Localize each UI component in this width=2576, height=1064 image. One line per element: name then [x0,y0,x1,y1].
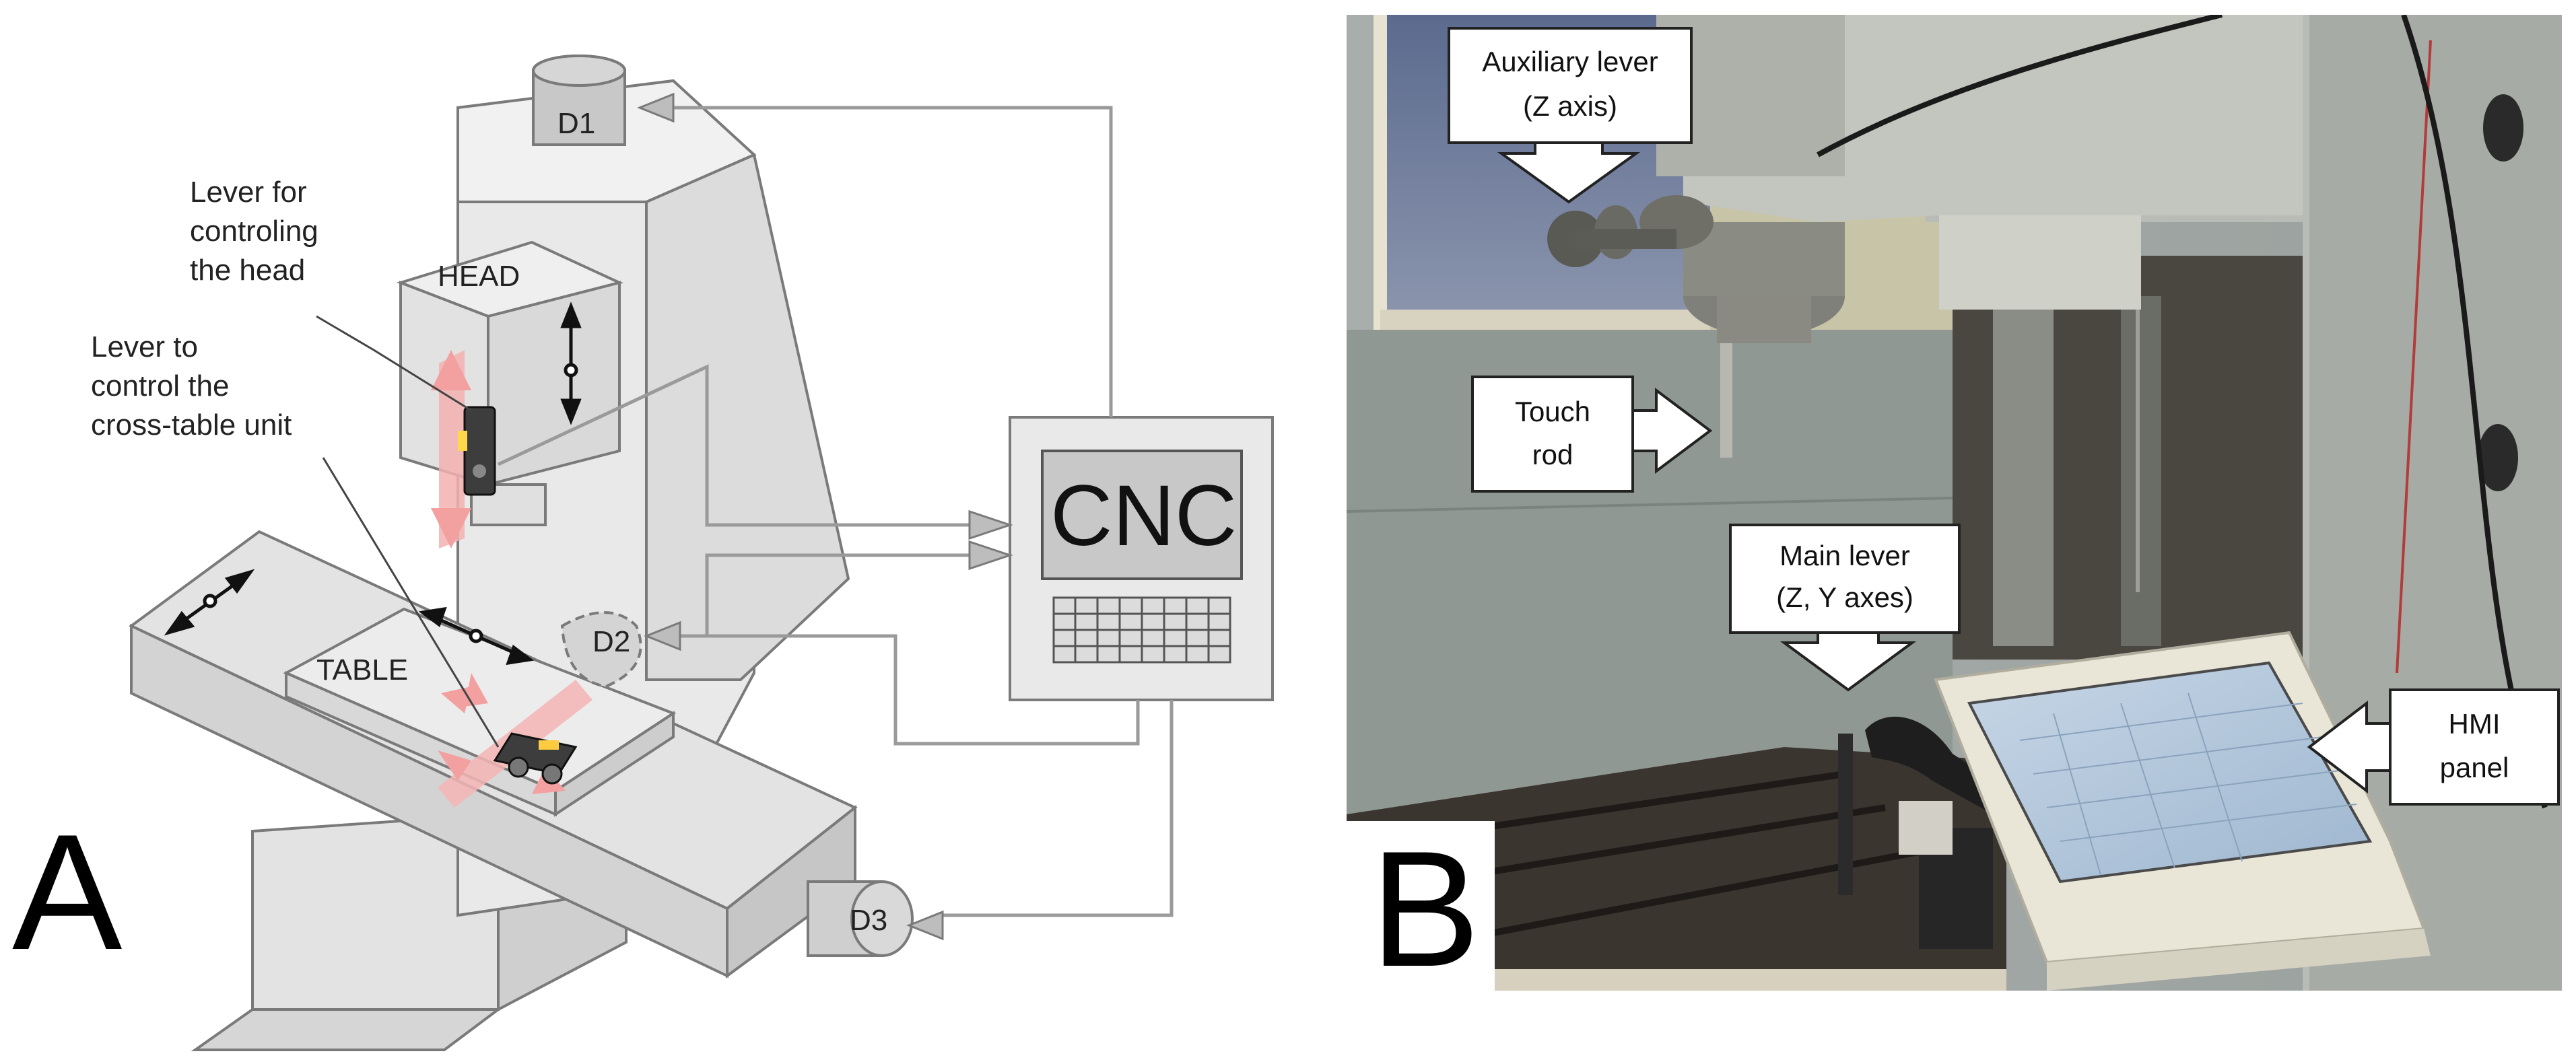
callout-main-lever: Main lever (Z, Y axes) [1729,524,1961,692]
lever-cross-table-label: Lever to control the cross-table unit [91,330,292,441]
callout-auxiliary-lever: Auxiliary lever (Z axis) [1448,27,1693,204]
cnc-controller: CNC [1009,416,1274,701]
panel-a-letter: A [12,800,122,984]
head-travel-arrow [560,302,582,425]
column-hole-2 [2478,424,2518,491]
panel-a-diagram: D1 HEAD [12,55,1274,1051]
spindle-nose [1717,296,1811,343]
touch-rod-text-2: rod [1532,439,1573,470]
main-lever-text-2: (Z, Y axes) [1776,581,1913,613]
hmi-panel-text-1: HMI [2449,708,2501,740]
aux-lever-text-1: Auxiliary lever [1482,46,1658,77]
column-bracket [1939,215,2141,310]
cable-top [1817,15,2223,157]
touch-rod [1720,343,1732,458]
auxiliary-lever-knobs [1547,195,1714,267]
aux-lever-text-2: (Z axis) [1523,90,1617,122]
letter-b-backdrop [1347,821,1495,996]
table-label: TABLE [316,653,408,686]
signal-connectors [497,106,1174,917]
knee-travel-arrow [164,569,255,636]
connector-arrowheads [636,92,1013,941]
callout-touch-rod: Touch rod [1471,376,1713,493]
hmi-panel-text-2: panel [2440,752,2509,783]
cnc-label: CNC [1050,468,1237,564]
way-rail-2 [2121,296,2161,646]
sensor-d1: D1 [532,55,626,146]
panel-b-letter: B [1370,816,1480,1001]
lever-leader-lines [316,315,500,748]
callout-hmi-panel: HMI panel [2307,688,2560,806]
d3-label: D3 [850,904,887,937]
lever-head-label: Lever for controling the head [190,176,327,287]
hmi-panel-device [1934,631,2431,991]
d2-label: D2 [592,625,630,658]
way-rail-1 [1993,296,2054,646]
head-lever [431,350,496,548]
cnc-keypad [1052,596,1231,664]
window-sill [1380,310,1730,330]
sensor-d2: D2 [560,611,642,688]
panel-b-photo: B Auxiliary lever (Z axis) Touch rod Mai… [1347,15,2562,1001]
table-travel-arrow [418,606,535,666]
window-frame [1374,15,1387,331]
sensor-d3: D3 [807,880,914,957]
main-lever-device [1838,716,2013,949]
touch-rod-text-1: Touch [1515,396,1590,427]
red-cable [2396,40,2432,674]
column-hole-1 [2483,94,2523,162]
cross-table-lever [438,673,592,808]
spindle-body [1683,222,1845,296]
head-label: HEAD [438,260,520,293]
main-lever-text-1: Main lever [1780,540,1910,571]
d1-label: D1 [557,107,595,140]
